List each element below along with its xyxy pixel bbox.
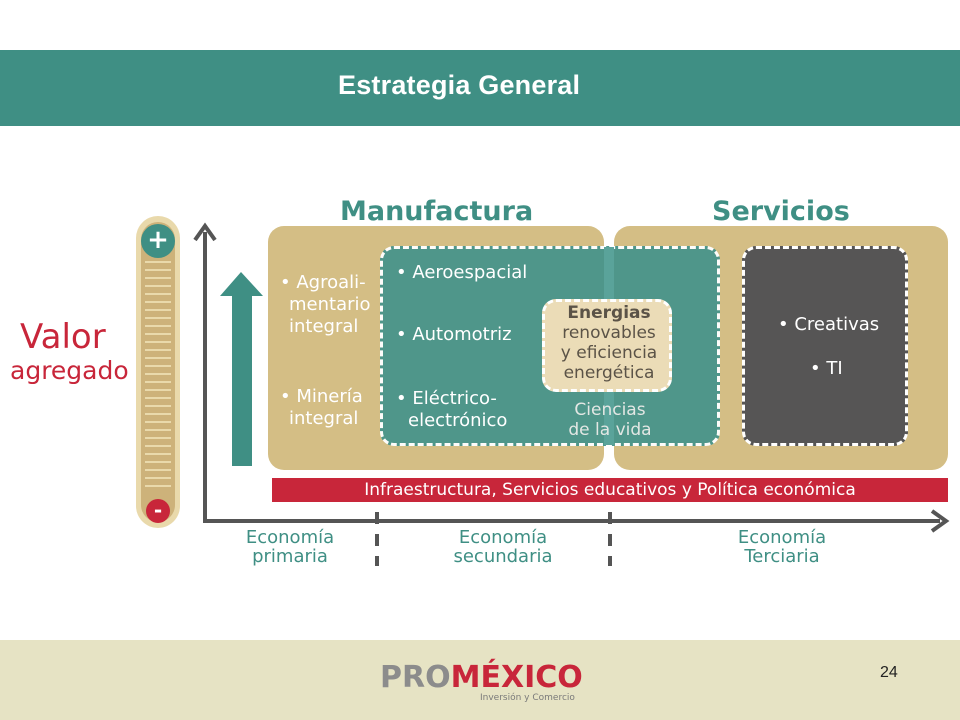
header-bar	[0, 50, 960, 126]
servicios-title: Servicios	[712, 196, 850, 227]
axes-and-scale	[136, 216, 950, 566]
automotriz-item: • Automotriz	[396, 324, 512, 345]
creativas-item: • Creativas	[778, 314, 880, 335]
minus-label: -	[153, 498, 163, 522]
electrico-item: • Eléctrico- electrónico	[396, 388, 508, 431]
plus-icon	[141, 224, 175, 258]
x-axis-arrow-icon	[930, 509, 950, 533]
services-box	[742, 246, 908, 446]
page-number: 24	[880, 664, 898, 681]
energias-box	[542, 299, 672, 392]
manufactura-title: Manufactura	[340, 196, 534, 227]
infraestructura-label: Infraestructura, Servicios educativos y …	[364, 480, 856, 500]
economia-terciaria: Economía Terciaria	[737, 527, 827, 567]
energias-label: Energias renovables y eficiencia energét…	[560, 303, 658, 383]
page-title: Estrategia General	[338, 70, 581, 100]
valor-label: Valor	[20, 317, 106, 357]
mineria-item: • Minería integral	[280, 386, 363, 429]
infraestructura-bar	[272, 478, 948, 502]
agro-item: • Agroali- mentario integral	[280, 272, 371, 337]
economia-secundaria: Economía secundaria	[453, 527, 553, 567]
agregado-label: agregado	[10, 356, 129, 385]
ti-item: • TI	[810, 358, 843, 379]
economia-primaria: Economía primaria	[245, 527, 335, 567]
ciencias-label: Ciencias de la vida	[568, 400, 652, 440]
plus-label: +	[147, 225, 169, 255]
promexico-logo: PROMÉXICO Inversión y Comercio	[380, 660, 583, 703]
up-arrow-icon	[220, 272, 263, 466]
y-axis-arrow-icon	[193, 222, 217, 242]
minus-icon	[146, 499, 170, 523]
aeroespacial-item: • Aeroespacial	[396, 262, 528, 283]
footer-bar	[0, 640, 960, 720]
